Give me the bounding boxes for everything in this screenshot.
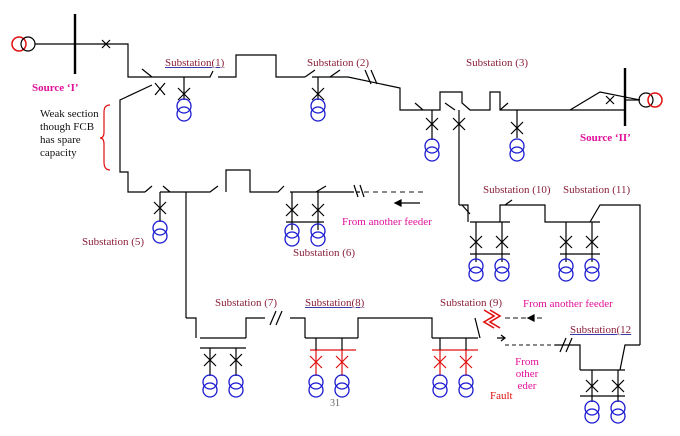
source-1-label: Source ‘I’ xyxy=(32,82,79,94)
substation-3-label: Substation (3) xyxy=(466,57,529,69)
weak-section-note: Weak section though FCB has spare capaci… xyxy=(40,108,99,159)
substation-2-label: Substation (2) xyxy=(307,57,370,69)
source-1-generator xyxy=(11,36,36,52)
fault-marker xyxy=(482,309,502,329)
from-another-feeder-label-1: From another feeder xyxy=(342,216,432,228)
substation-11-label: Substation (11) xyxy=(563,184,631,196)
source-1-feeder xyxy=(75,43,152,78)
substation-5-label: Substation (5) xyxy=(82,236,145,248)
fault-label: Fault xyxy=(490,390,513,402)
substation-6-label: Substation (6) xyxy=(293,247,356,259)
substation-1-label: Substation(1) xyxy=(165,57,225,69)
open-point-s2-s3 xyxy=(364,69,378,85)
source-2-label: Source ‘II’ xyxy=(580,132,631,144)
substation-7-label: Substation (7) xyxy=(215,297,278,309)
substation-10-label: Substation (10) xyxy=(483,184,551,196)
page-number: 31 xyxy=(330,398,340,409)
source-2-generator xyxy=(638,92,663,108)
source-1-breaker xyxy=(101,39,111,49)
substation-12-label: Substation(12 xyxy=(570,324,632,336)
from-another-feeder-label-2: From another feeder xyxy=(523,298,613,310)
from-other-feeder-label: From other eder xyxy=(515,356,539,392)
substation-9-label: Substation (9) xyxy=(440,297,503,309)
substation-8-label: Substation(8) xyxy=(305,297,365,309)
